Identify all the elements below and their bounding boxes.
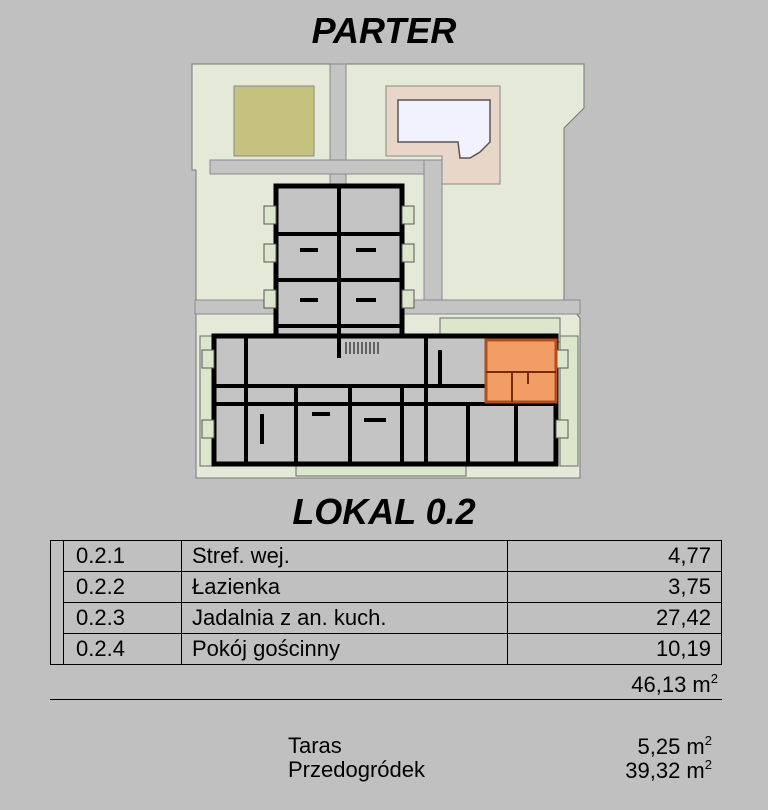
table-blank-cell bbox=[50, 540, 64, 665]
room-area: 4,77 bbox=[507, 540, 722, 572]
front-garden-label: Przedogródek bbox=[288, 757, 425, 782]
staircase bbox=[345, 342, 379, 354]
room-name: Pokój gościnny bbox=[181, 633, 508, 665]
front-garden-area-value: 39,32 m bbox=[625, 758, 705, 783]
front-garden-area-unit-sup: 2 bbox=[704, 757, 712, 772]
room-number: 0.2.4 bbox=[63, 633, 182, 665]
room-name: Jadalnia z an. kuch. bbox=[181, 602, 508, 634]
sports-field bbox=[233, 85, 315, 157]
pool bbox=[397, 99, 491, 159]
floor-plan bbox=[191, 63, 585, 479]
room-area: 3,75 bbox=[507, 571, 722, 603]
room-number: 0.2.2 bbox=[63, 571, 182, 603]
table-row: 0.2.2 Łazienka 3,75 bbox=[51, 571, 722, 603]
terrace-area: 5,25 m2 bbox=[560, 733, 713, 760]
front-garden-area: 39,32 m2 bbox=[560, 757, 712, 784]
table-row: 0.2.4 Pokój gościnny 10,19 bbox=[51, 633, 722, 665]
terrace-area-unit-sup: 2 bbox=[704, 733, 712, 748]
room-number: 0.2.1 bbox=[63, 540, 182, 572]
interior-walls bbox=[214, 186, 556, 464]
terrace-label: Taras bbox=[288, 733, 342, 758]
path bbox=[423, 159, 443, 301]
total-area-unit-sup: 2 bbox=[710, 671, 718, 686]
path bbox=[209, 159, 441, 175]
total-area: 46,13 m2 bbox=[560, 671, 718, 698]
floor-title: PARTER bbox=[311, 10, 457, 51]
unit-title: LOKAL 0.2 bbox=[292, 491, 476, 532]
room-name: Stref. wej. bbox=[181, 540, 508, 572]
room-number: 0.2.3 bbox=[63, 602, 182, 634]
balconies bbox=[201, 205, 569, 439]
room-table: 0.2.1 Stref. wej. 4,77 0.2.2 Łazienka 3,… bbox=[50, 540, 722, 665]
room-area: 27,42 bbox=[507, 602, 722, 634]
room-area: 10,19 bbox=[507, 633, 722, 665]
terrace-area-value: 5,25 m bbox=[637, 734, 705, 759]
table-row: 0.2.3 Jadalnia z an. kuch. 27,42 bbox=[51, 602, 722, 634]
room-name: Łazienka bbox=[181, 571, 508, 603]
highlighted-unit-walls bbox=[486, 371, 556, 402]
table-row: 0.2.1 Stref. wej. 4,77 bbox=[50, 540, 722, 665]
divider bbox=[50, 699, 722, 700]
total-area-value: 46,13 m bbox=[631, 672, 711, 697]
